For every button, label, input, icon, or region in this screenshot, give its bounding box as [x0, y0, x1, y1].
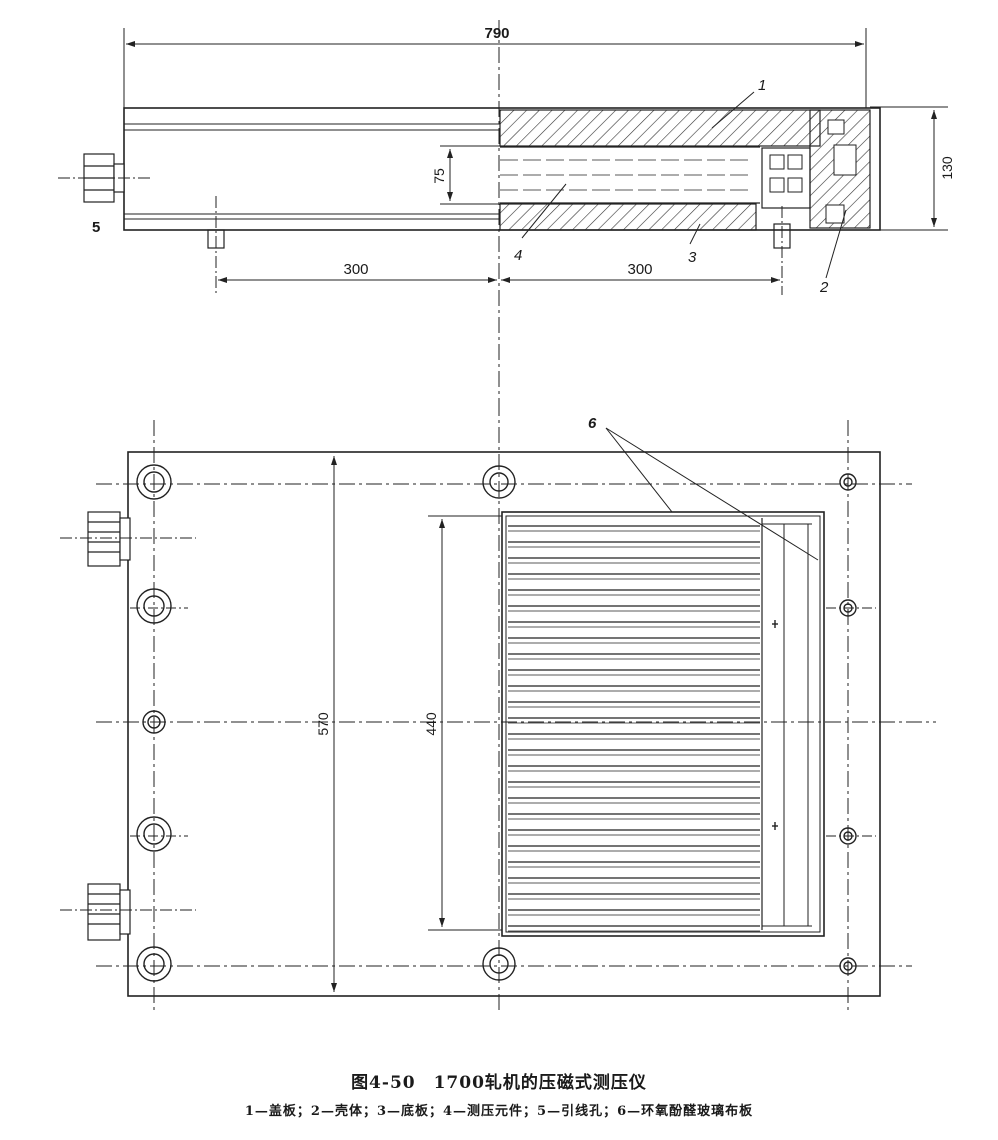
- dim-overall-length: 790: [484, 25, 509, 42]
- lamination-ribs: [508, 525, 760, 932]
- terminal-block: [761, 147, 811, 209]
- leader-1: [711, 91, 755, 129]
- polarity-marks: [772, 620, 778, 830]
- figure-caption-title: 图4-50 1700轧机的压磁式测压仪: [351, 1073, 647, 1093]
- callout-4: 4: [514, 247, 522, 264]
- bolt-holes-left: [136, 464, 172, 982]
- leader-4: [521, 183, 567, 239]
- callout-2: 2: [819, 279, 829, 296]
- dim-plate-width: 570: [315, 712, 331, 736]
- leader-2: [825, 209, 847, 279]
- callout-6: 6: [588, 415, 597, 432]
- leader-3: [689, 223, 701, 245]
- dim-height: 130: [939, 156, 955, 180]
- dim-element-length: 440: [423, 712, 439, 736]
- load-element-frame: [501, 511, 825, 937]
- technical-drawing: 790 130 75 300 300 1 4 3 2 5: [58, 20, 955, 1010]
- plate-outline: [127, 451, 881, 997]
- figure-caption-legend: 1—盖板；2—壳体；3—底板；4—测压元件；5—引线孔；6—环氧酚醛玻璃布板: [244, 1104, 754, 1119]
- callout-5: 5: [92, 219, 100, 236]
- dim-bolt-spacing-left: 300: [343, 261, 368, 278]
- section-view: [58, 20, 948, 400]
- bolt-holes-right: [839, 473, 857, 975]
- callout-1: 1: [758, 77, 766, 94]
- callout-3: 3: [688, 249, 697, 266]
- bolt-holes-center: [482, 465, 516, 981]
- lead-connectors: [87, 511, 131, 941]
- dim-bolt-spacing-right: 300: [627, 261, 652, 278]
- plan-view: [60, 400, 936, 1010]
- dim-cavity-height: 75: [431, 168, 447, 184]
- cover-plate-section: [499, 109, 821, 147]
- base-plate-section: [499, 203, 757, 231]
- leader-6a: [605, 427, 673, 513]
- leader-6b: [605, 427, 819, 561]
